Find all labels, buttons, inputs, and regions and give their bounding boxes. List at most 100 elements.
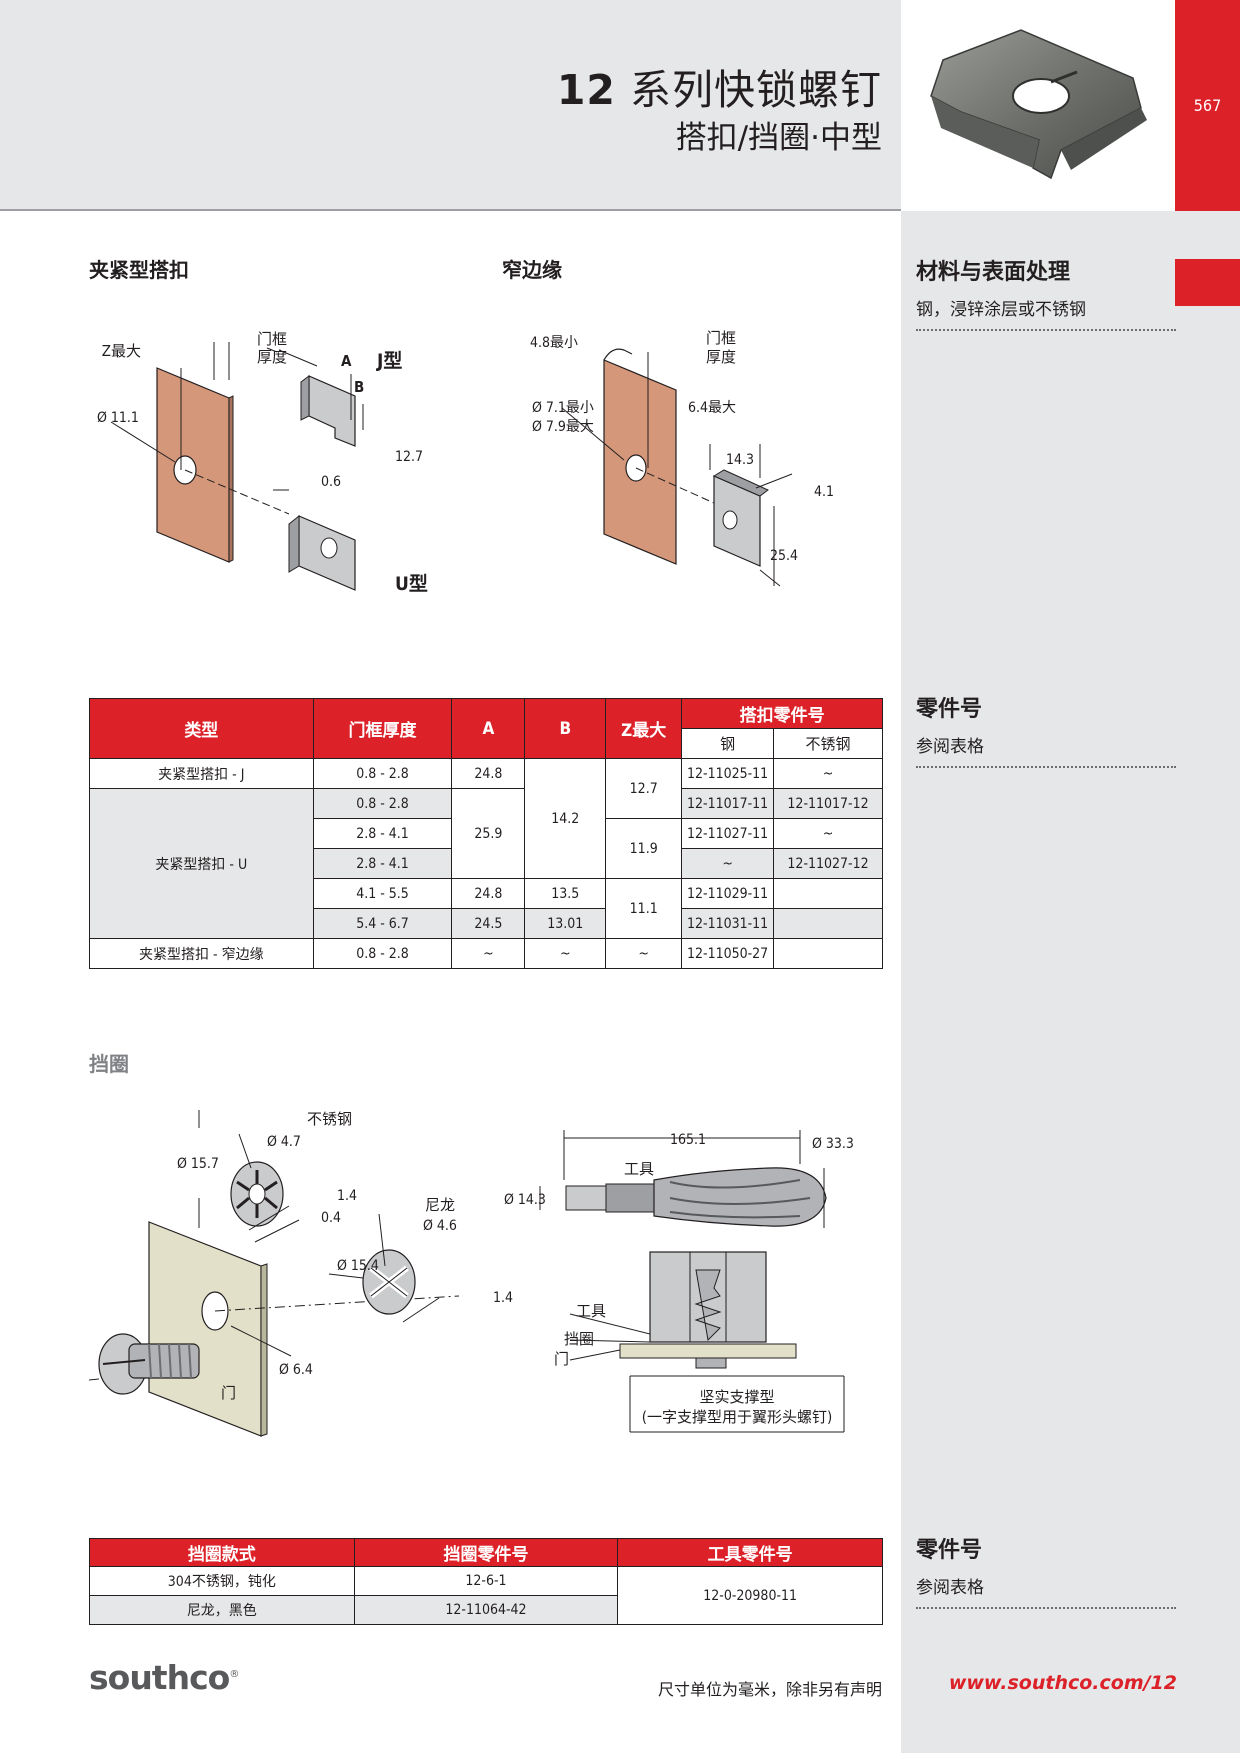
dim-7-9: Ø 7.9最大 — [532, 419, 594, 435]
dim-1-4a: 1.4 — [337, 1188, 357, 1204]
th-ss: 不锈钢 — [773, 728, 883, 759]
product-photo — [901, 0, 1175, 211]
table-row: 5.4 - 6.7 24.5 13.01 12-11031-11 — [90, 908, 883, 939]
dim-0-4: 0.4 — [321, 1210, 341, 1226]
cell-frame: 2.8 - 4.1 — [312, 818, 453, 849]
nylon-label: 尼龙 — [425, 1196, 455, 1214]
material-text: 钢，浸锌涂层或不锈钢 — [916, 295, 1176, 331]
material-block: 材料与表面处理 钢，浸锌涂层或不锈钢 — [916, 254, 1176, 331]
red-tab — [1175, 259, 1240, 306]
u-type-label: U型 — [395, 572, 428, 595]
cell-steel: 12-11025-11 — [681, 758, 775, 789]
cell-ss: ~ — [773, 818, 883, 849]
cell-ss: 12-11027-12 — [773, 848, 883, 879]
cell-b: 13.01 — [524, 908, 607, 939]
page-subtitle: 搭扣/挡圈·中型 — [675, 120, 882, 156]
cell-steel: 12-11017-11 — [681, 788, 775, 819]
cell-ring-no: 12-11064-42 — [353, 1595, 619, 1625]
cell-style: 尼龙，黑色 — [89, 1595, 355, 1625]
th-steel: 钢 — [681, 728, 775, 759]
page-number: 567 — [1193, 96, 1222, 115]
dim-165-1: 165.1 — [670, 1132, 706, 1148]
cell-ss: ~ — [773, 758, 883, 789]
website-link[interactable]: www.southco.com/12 — [948, 1672, 1177, 1694]
j-type-label: J型 — [376, 349, 402, 372]
support-label-2: (一字支撑型用于翼形头螺钉) — [642, 1408, 833, 1426]
th-type: 类型 — [89, 698, 314, 759]
cell-steel: 12-11050-27 — [681, 938, 775, 969]
dim-frame-2: 厚度 — [257, 348, 287, 366]
cell-ss — [773, 908, 883, 939]
partno-heading-2: 零件号 — [916, 1538, 983, 1563]
red-strip — [1175, 0, 1240, 211]
cell-a: 24.5 — [451, 908, 526, 939]
dim-15-4: Ø 15.4 — [337, 1258, 379, 1274]
cell-style: 304不锈钢，钝化 — [89, 1566, 355, 1596]
partno-block: 零件号 参阅表格 — [916, 691, 1176, 768]
cell-ss — [773, 938, 883, 969]
door-label: 门 — [221, 1384, 236, 1402]
dim-4-7: Ø 4.7 — [267, 1134, 301, 1150]
speed-nut-photo — [930, 29, 1147, 180]
dim-12-7: 12.7 — [395, 449, 423, 465]
narrow-edge-diagram: 4.8最小 门框 厚度 Ø 7.1最小 Ø 7.9最大 6.4最大 14.3 4… — [530, 329, 834, 587]
tool-label: 工具 — [624, 1160, 654, 1178]
dim-frame-1: 门框 — [257, 330, 287, 348]
ring-part-table: 挡圈款式 挡圈零件号 工具零件号 304不锈钢，钝化 12-6-1 12-0-2… — [89, 1538, 883, 1625]
cell-tool-no: 12-0-20980-11 — [617, 1566, 883, 1625]
partno-heading: 零件号 — [916, 697, 983, 722]
cell-b: 14.2 — [524, 758, 607, 879]
table-row: 304不锈钢，钝化 12-6-1 12-0-20980-11 — [89, 1566, 883, 1625]
cell-z: 12.7 — [605, 758, 683, 819]
cell-steel: ~ — [681, 848, 775, 879]
cell-ring-no: 12-6-1 — [353, 1566, 619, 1596]
dim-25-4: 25.4 — [770, 548, 798, 564]
dim-frame-1: 门框 — [706, 329, 736, 347]
cell-frame: 4.1 - 5.5 — [312, 878, 453, 909]
cell-b: 13.5 — [524, 878, 607, 909]
page-title: 12 系列快锁螺钉 — [556, 66, 882, 114]
clip-diagram: Z最大 门框 厚度 A B J型 U型 Ø 11.1 12.7 0.6 — [97, 330, 428, 595]
dim-4-6: Ø 4.6 — [423, 1218, 457, 1234]
dim-7-1: Ø 7.1最小 — [532, 400, 594, 416]
dim-14-3: 14.3 — [726, 452, 754, 468]
cell-a: 24.8 — [451, 878, 526, 909]
dim-1-4b: 1.4 — [493, 1290, 513, 1306]
cell-a: 25.9 — [451, 788, 526, 879]
th-b: B — [524, 698, 607, 759]
th-a: A — [451, 698, 526, 759]
cell-a: 24.8 — [451, 758, 526, 789]
section-heading-ring: 挡圈 — [89, 1052, 129, 1076]
dim-4-8: 4.8最小 — [530, 335, 578, 351]
th-style: 挡圈款式 — [89, 1538, 355, 1567]
header-band — [0, 0, 901, 211]
cell-z: 11.9 — [605, 818, 683, 879]
door-label: 门 — [554, 1350, 569, 1368]
partno-block-2: 零件号 参阅表格 — [916, 1532, 1176, 1609]
cell-frame: 5.4 - 6.7 — [312, 908, 453, 939]
cell-z: 11.1 — [605, 878, 683, 939]
material-heading: 材料与表面处理 — [916, 260, 1071, 285]
stainless-label: 不锈钢 — [307, 1110, 352, 1128]
cell-steel: 12-11031-11 — [681, 908, 775, 939]
cell-ss: 12-11017-12 — [773, 788, 883, 819]
partno-text-2: 参阅表格 — [916, 1573, 1176, 1609]
clip-part-table: 类型 门框厚度 A B Z最大 搭扣零件号 钢 不锈钢 夹紧型搭扣 - J 0.… — [89, 698, 883, 969]
cell-steel: 12-11029-11 — [681, 878, 775, 909]
cell-type: 夹紧型搭扣 - U — [89, 788, 314, 939]
cell-a: ~ — [451, 938, 526, 969]
dim-33-3: Ø 33.3 — [812, 1136, 854, 1152]
cell-frame: 2.8 - 4.1 — [312, 848, 453, 879]
section-heading-narrow: 窄边缘 — [502, 258, 562, 282]
cell-frame: 0.8 - 2.8 — [312, 788, 453, 819]
dim-14-3: Ø 14.3 — [504, 1192, 546, 1208]
th-ring-no: 挡圈零件号 — [353, 1538, 619, 1567]
cell-b: ~ — [524, 938, 607, 969]
table-row: 尼龙，黑色 12-11064-42 — [89, 1595, 883, 1625]
units-note: 尺寸单位为毫米，除非另有声明 — [657, 1680, 882, 1699]
section-heading-clip: 夹紧型搭扣 — [89, 258, 189, 282]
dim-hole: Ø 11.1 — [97, 410, 139, 426]
dim-frame-2: 厚度 — [706, 348, 736, 366]
southco-logo: southco® — [89, 1658, 239, 1697]
support-label-1: 坚实支撑型 — [699, 1388, 774, 1406]
